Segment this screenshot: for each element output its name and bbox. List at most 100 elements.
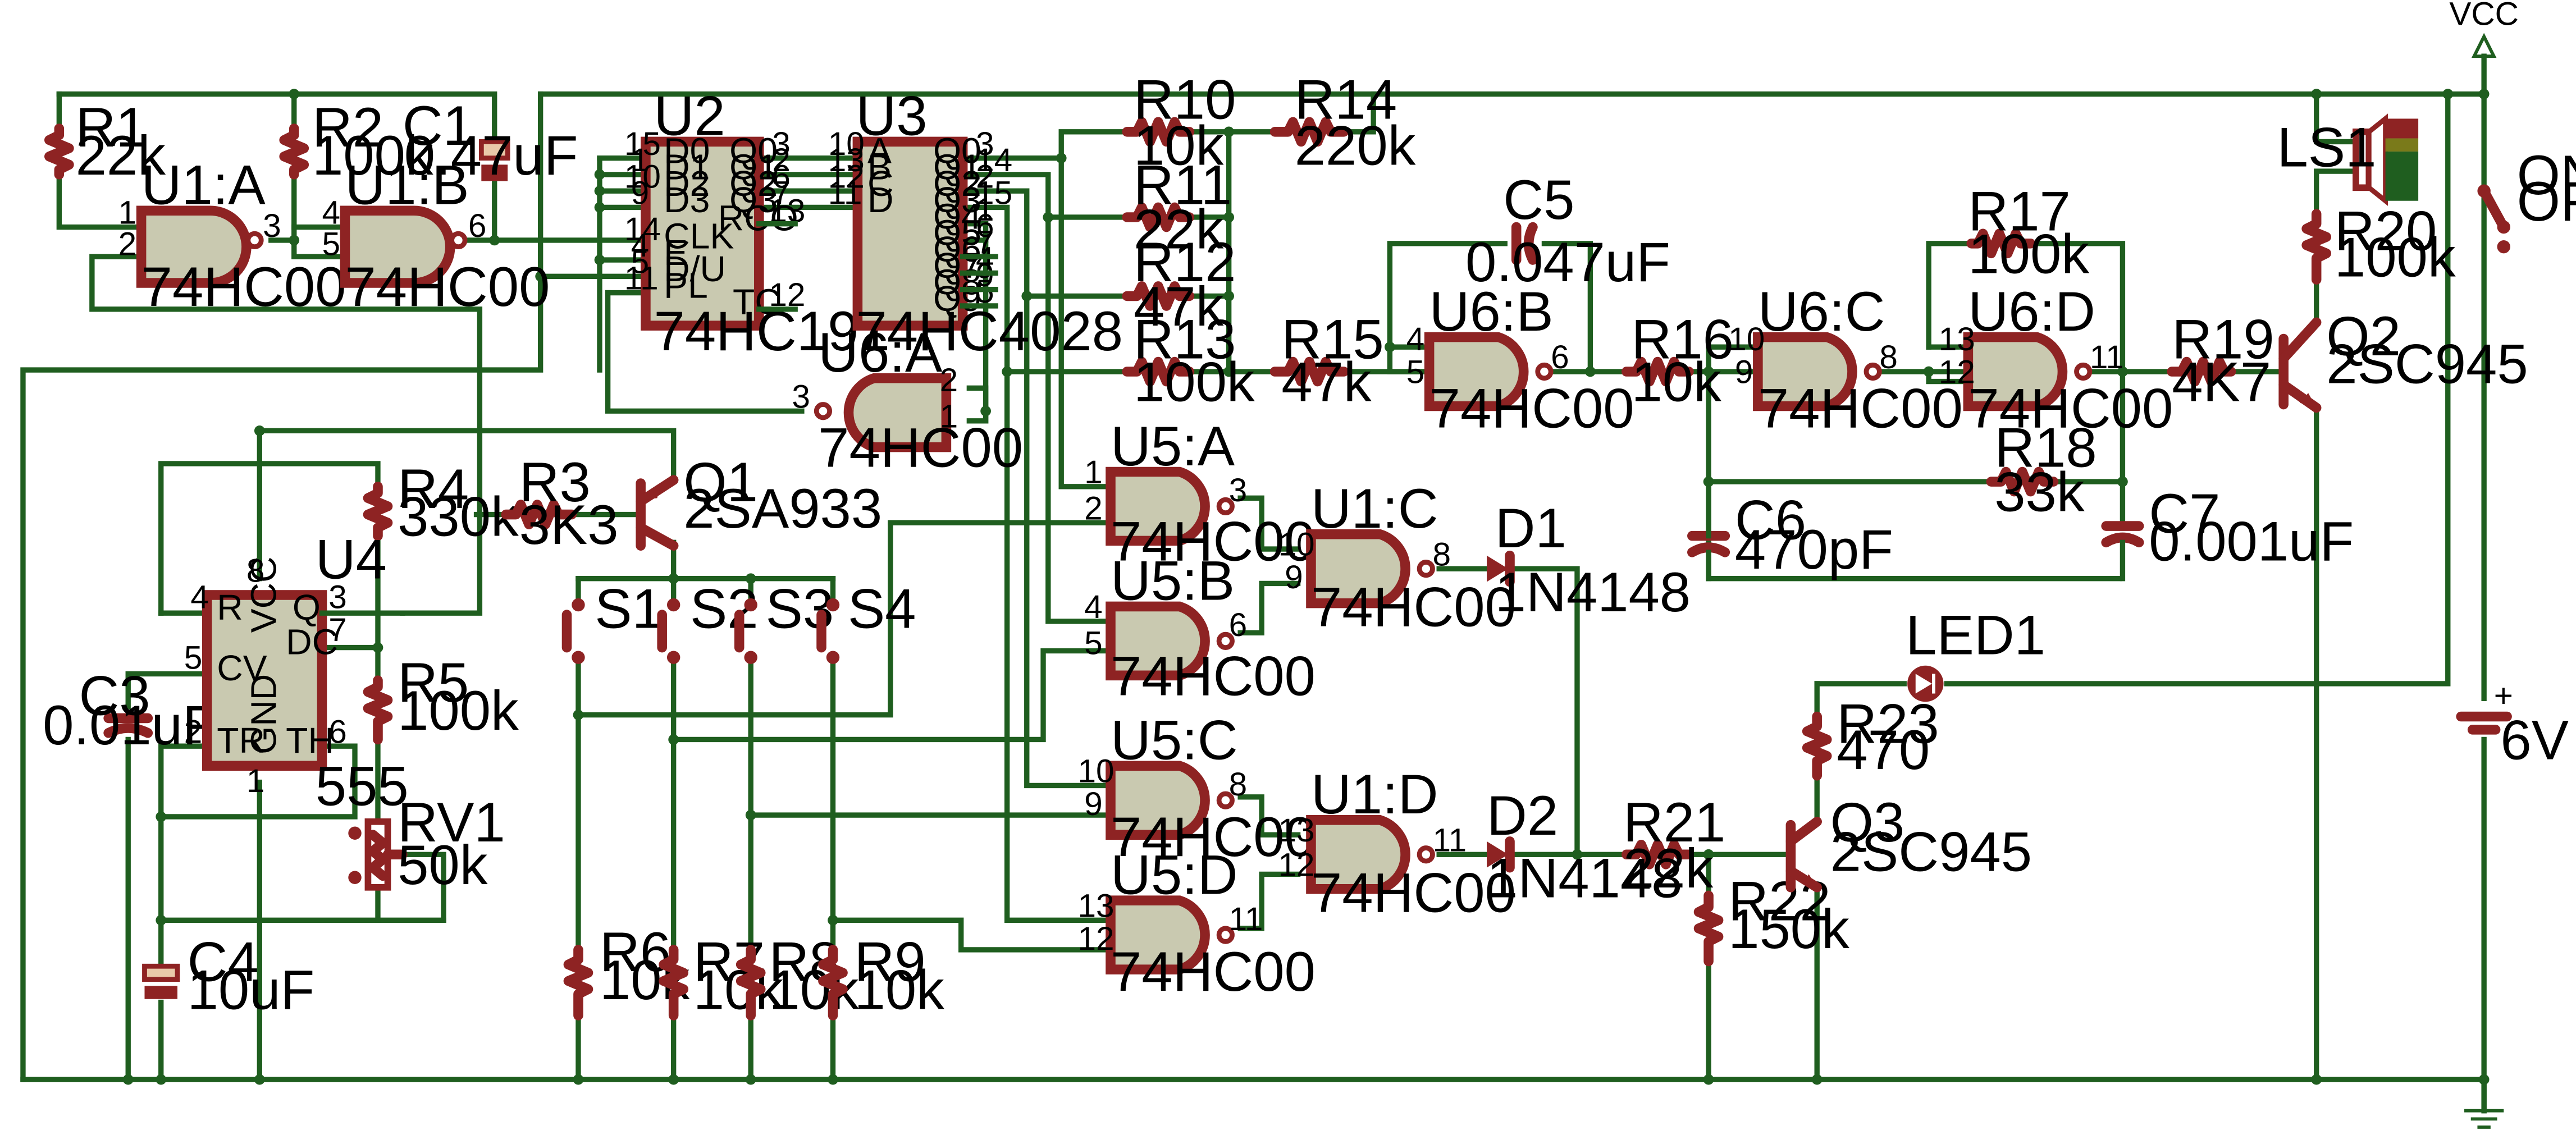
capacitor-C3: C3 0.01uF <box>43 665 217 757</box>
capacitor-C7: C7 0.001uF <box>2101 483 2354 582</box>
button-S1[interactable]: S1 <box>561 578 663 664</box>
value-label: 74HC00 <box>1111 511 1316 573</box>
ref-label: U1:A <box>141 154 266 217</box>
value-label: 74HC00 <box>1311 576 1516 639</box>
ref-label: R2 <box>312 97 383 159</box>
value-label: 150k <box>1728 898 1849 960</box>
pin-label: CLK <box>664 216 734 257</box>
gate-U6A: 3 2 1 U6:A 74HC00 <box>792 322 1023 479</box>
gate-U5D: 13 12 11 U5:D 74HC00 <box>1077 844 1315 1004</box>
gate-U1C: 10 9 8 U1:C 74HC00 <box>1278 478 1515 639</box>
resistor-R20: R20 100k <box>2301 200 2456 289</box>
pin-label: DC <box>286 621 338 662</box>
value-label: 100k <box>398 680 519 742</box>
gate-U6C: 10 9 8 U6:C 74HC00 <box>1728 281 1963 440</box>
pin-label: TR <box>217 720 265 761</box>
value-label: 22k <box>76 125 166 187</box>
ref-label: S1 <box>595 578 663 640</box>
pin-label: C <box>867 163 893 204</box>
pin-number: 8 <box>246 553 265 589</box>
pin-number: 13 <box>828 142 865 179</box>
ref-label: R17 <box>1968 180 2070 242</box>
value-label: 74HC00 <box>1311 862 1516 925</box>
chip-U2: U2 74HC191 D0 D1 D2 D3 CLK E D/U PL Q0 Q… <box>624 85 890 363</box>
pin-number: 6 <box>976 208 994 244</box>
ref-label: C1 <box>403 95 474 157</box>
pin-number: 10 <box>828 126 865 162</box>
pin-number: 1 <box>246 763 265 799</box>
value-label: 470 <box>1837 719 1930 781</box>
pin-label: Q5 <box>933 213 981 253</box>
pin-label: Q <box>293 587 321 628</box>
ref-label: U6:D <box>1968 281 2095 343</box>
power-switch[interactable]: ON OFF <box>2477 144 2576 254</box>
value-label: 74HC00 <box>1758 378 1963 440</box>
ref-label: Q1 <box>683 451 758 514</box>
pin-label: D3 <box>664 180 710 220</box>
pin-number: 5 <box>322 226 341 262</box>
resistor-R7: R7 10k <box>659 931 783 1021</box>
gate-U5B: 4 5 6 U5:B 74HC00 <box>1084 550 1316 708</box>
ref-label: R14 <box>1295 68 1397 131</box>
value-label: 1N4148 <box>1487 847 1682 909</box>
value-label: 74HC00 <box>1111 645 1316 707</box>
button-S3[interactable]: S3 <box>734 578 834 664</box>
switch-on-label: ON <box>2517 144 2576 207</box>
led-LED1: LED1 <box>1906 604 2045 702</box>
ref-label: U6:B <box>1429 281 1554 343</box>
ref-label: LS1 <box>2277 116 2376 179</box>
value-label: 2SC945 <box>2326 333 2528 396</box>
pin-number: 1 <box>118 195 137 231</box>
ref-label: R6 <box>600 921 671 983</box>
ref-label: R13 <box>1134 309 1236 371</box>
resistor-R13: R13 100k <box>1122 309 1255 414</box>
value-label: 220k <box>1295 115 1416 177</box>
pin-label: D <box>867 180 893 220</box>
pin-label: Q3 <box>933 180 981 220</box>
value-label: 74HC4028 <box>856 300 1123 363</box>
pin-label: VCC <box>244 556 284 633</box>
pin-label: CV <box>217 648 267 688</box>
pin-label: TH <box>286 720 334 761</box>
ref-label: R16 <box>1632 309 1734 371</box>
switch-off-label: OFF <box>2517 171 2576 233</box>
ref-label: U4 <box>316 529 387 591</box>
ref-label: C6 <box>1735 489 1806 551</box>
ref-label: R20 <box>2335 200 2437 263</box>
ref-label: U2 <box>654 85 725 148</box>
ref-label: C4 <box>188 931 259 994</box>
pin-number: 5 <box>184 640 203 676</box>
pin-label: B <box>867 147 892 187</box>
pin-number: 14 <box>624 211 661 248</box>
pin-label: GND <box>244 674 284 754</box>
value-label: 74HC00 <box>1429 378 1634 440</box>
transistor-Q3: Q3 2SC945 <box>1785 791 2032 893</box>
transistor-Q1: Q1 2SA933 <box>636 451 882 551</box>
pin-number: 13 <box>1278 812 1314 849</box>
pin-number: 4 <box>1406 321 1425 358</box>
pin-number: 12 <box>1939 354 1975 391</box>
pin-number: 15 <box>624 126 661 162</box>
vcc-label: VCC <box>2449 0 2519 33</box>
resistor-R22: R22 150k <box>1693 870 1849 967</box>
pin-number: 3 <box>976 126 994 162</box>
gate-U1A: 1 2 3 U1:A 74HC00 <box>118 154 346 318</box>
pin-number: 2 <box>772 142 791 179</box>
button-S4[interactable]: S4 <box>816 578 916 664</box>
resistor-R19: R19 4K7 <box>2167 309 2274 414</box>
gate-U5A: 1 2 3 U5:A 74HC00 <box>1084 415 1316 573</box>
pin-number: 1 <box>976 191 994 228</box>
value-label: 0.47uF <box>404 125 578 187</box>
ref-label: C5 <box>1503 169 1574 231</box>
resistor-R4: R4 330k <box>363 458 519 548</box>
capacitor-C4: C4 10uF <box>142 931 314 1021</box>
pin-label: Q0 <box>729 130 778 171</box>
pin-number: 3 <box>772 126 791 162</box>
pin-number: 1 <box>1084 454 1103 491</box>
ref-label: U1:C <box>1311 478 1438 540</box>
ref-label: R12 <box>1134 231 1236 294</box>
pin-number: 8 <box>1879 339 1898 376</box>
pin-label: D2 <box>664 163 710 204</box>
pin-number: 8 <box>1432 536 1451 573</box>
